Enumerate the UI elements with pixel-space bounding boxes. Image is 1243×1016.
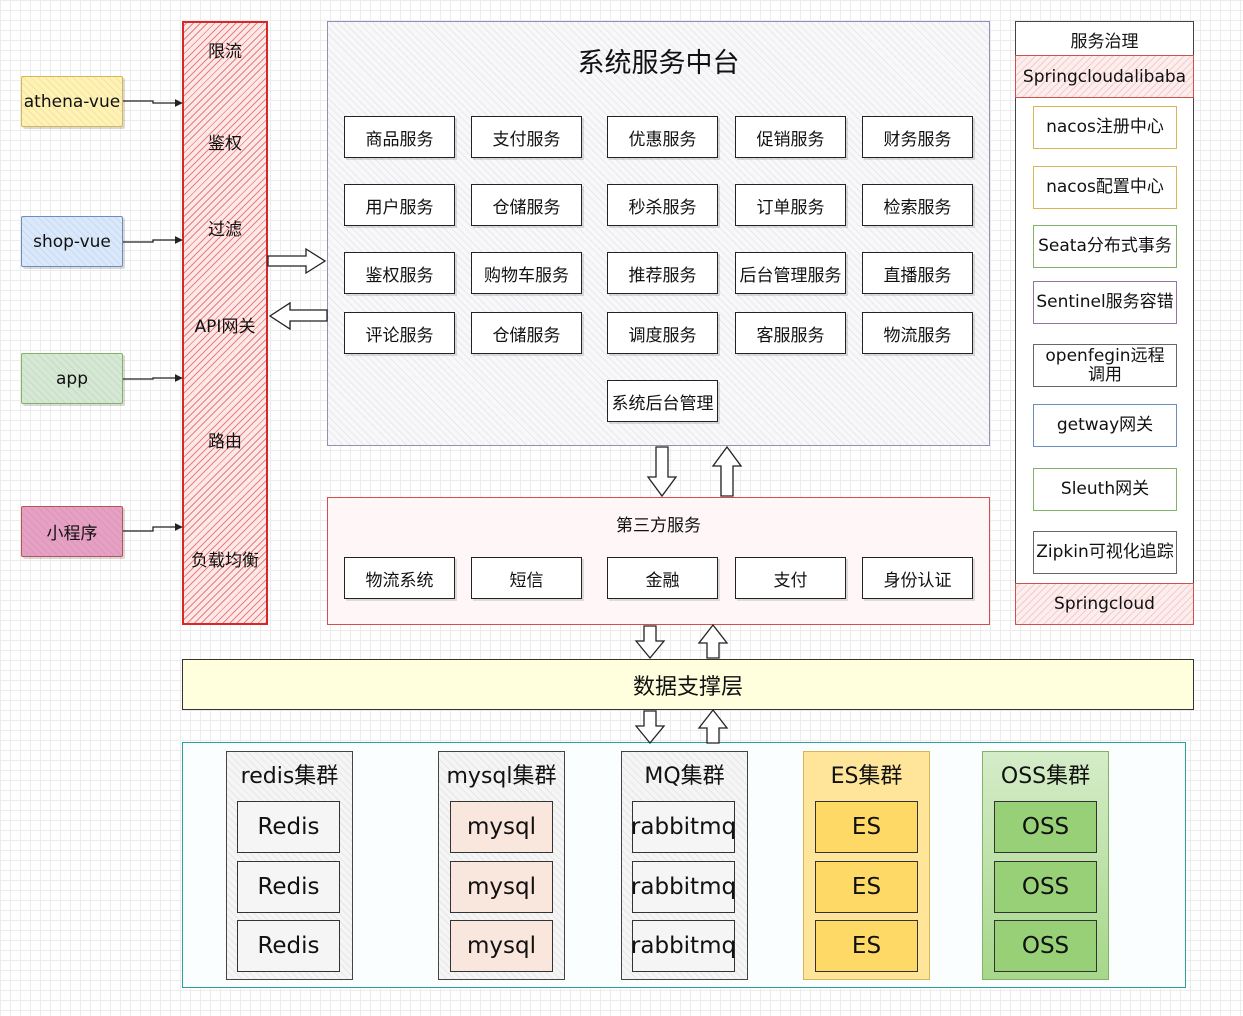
mysql-node[interactable]: mysql: [450, 861, 553, 913]
redis-cluster-title: redis集群: [240, 764, 339, 789]
arrow-athena-to-gateway: [123, 99, 183, 107]
arrow-app-to-gateway: [123, 374, 183, 382]
arrow-data-to-storage: [634, 710, 666, 745]
client-app[interactable]: app: [21, 353, 123, 404]
svc-warehouse[interactable]: 仓储服务: [471, 184, 582, 226]
arrow-data-to-thirdparty: [697, 623, 729, 659]
svc-cart[interactable]: 购物车服务: [471, 252, 582, 294]
svc-auth[interactable]: 鉴权服务: [344, 252, 455, 294]
arrow-shop-to-gateway: [123, 236, 183, 244]
es-node[interactable]: ES: [815, 920, 918, 972]
core-title: 系统服务中台: [577, 47, 740, 79]
gateway-load-balance: 负载均衡: [191, 550, 259, 571]
rabbitmq-node[interactable]: rabbitmq: [631, 920, 736, 972]
oss-node[interactable]: OSS: [994, 801, 1097, 853]
svc-system-admin[interactable]: 系统后台管理: [607, 380, 718, 422]
svc-flash-sale[interactable]: 秒杀服务: [607, 184, 718, 226]
arrow-miniprogram-to-gateway: [123, 523, 183, 532]
rabbitmq-node[interactable]: rabbitmq: [631, 861, 736, 913]
svc-customer-service[interactable]: 客服服务: [735, 312, 846, 354]
mysql-node[interactable]: mysql: [450, 920, 553, 972]
oss-node[interactable]: OSS: [994, 920, 1097, 972]
gateway-auth: 鉴权: [208, 133, 242, 154]
gov-sleuth[interactable]: Sleuth网关: [1033, 468, 1177, 511]
svc-coupon[interactable]: 优惠服务: [607, 116, 718, 158]
svc-warehouse-2[interactable]: 仓储服务: [471, 312, 582, 354]
svc-live[interactable]: 直播服务: [862, 252, 973, 294]
tp-sms[interactable]: 短信: [471, 557, 582, 599]
governance-springcloud: Springcloud: [1015, 583, 1194, 625]
gateway-api: API网关: [194, 316, 256, 337]
data-support-layer: 数据支撑层: [182, 659, 1194, 710]
svc-order[interactable]: 订单服务: [735, 184, 846, 226]
gov-sentinel[interactable]: Sentinel服务容错: [1033, 281, 1177, 324]
gov-seata[interactable]: Seata分布式事务: [1033, 225, 1177, 268]
arrow-core-to-thirdparty: [646, 446, 678, 498]
svc-promotion[interactable]: 促销服务: [735, 116, 846, 158]
svc-comment[interactable]: 评论服务: [344, 312, 455, 354]
es-node[interactable]: ES: [815, 861, 918, 913]
arrow-gateway-to-core: [267, 247, 327, 275]
mysql-cluster-title: mysql集群: [446, 764, 557, 789]
oss-cluster-title: OSS集群: [1000, 764, 1091, 789]
redis-node[interactable]: Redis: [237, 861, 340, 913]
oss-node[interactable]: OSS: [994, 861, 1097, 913]
gov-nacos-config[interactable]: nacos配置中心: [1033, 166, 1177, 209]
svc-finance[interactable]: 财务服务: [862, 116, 973, 158]
gov-gateway[interactable]: getway网关: [1033, 404, 1177, 447]
svc-search[interactable]: 检索服务: [862, 184, 973, 226]
tp-finance[interactable]: 金融: [607, 557, 718, 599]
es-node[interactable]: ES: [815, 801, 918, 853]
api-gateway-panel: 限流 鉴权 过滤 API网关 路由 负载均衡: [182, 21, 268, 625]
svc-logistics[interactable]: 物流服务: [862, 312, 973, 354]
tp-payment[interactable]: 支付: [735, 557, 846, 599]
redis-node[interactable]: Redis: [237, 920, 340, 972]
svc-recommend[interactable]: 推荐服务: [607, 252, 718, 294]
arrow-thirdparty-to-data: [634, 625, 666, 660]
governance-title: 服务治理: [1070, 31, 1139, 52]
arrow-thirdparty-to-core: [711, 445, 743, 497]
governance-springcloudalibaba: Springcloudalibaba: [1015, 55, 1194, 98]
rabbitmq-node[interactable]: rabbitmq: [631, 801, 736, 853]
svc-admin-backend[interactable]: 后台管理服务: [735, 252, 846, 294]
arrow-storage-to-data: [697, 708, 729, 744]
gov-zipkin[interactable]: Zipkin可视化追踪: [1033, 531, 1177, 574]
gateway-filter: 过滤: [208, 219, 242, 240]
gateway-routing: 路由: [208, 431, 242, 452]
mysql-node[interactable]: mysql: [450, 801, 553, 853]
svc-product[interactable]: 商品服务: [344, 116, 455, 158]
tp-identity[interactable]: 身份认证: [862, 557, 973, 599]
mq-cluster-title: MQ集群: [644, 764, 725, 789]
es-cluster-title: ES集群: [830, 764, 903, 789]
redis-node[interactable]: Redis: [237, 801, 340, 853]
gov-nacos-registry[interactable]: nacos注册中心: [1033, 106, 1177, 149]
gov-openfeign[interactable]: openfegin远程调用: [1033, 344, 1177, 387]
svc-payment[interactable]: 支付服务: [471, 116, 582, 158]
client-shop-vue[interactable]: shop-vue: [21, 216, 123, 267]
svc-user[interactable]: 用户服务: [344, 184, 455, 226]
svc-schedule[interactable]: 调度服务: [607, 312, 718, 354]
arrow-core-to-gateway: [268, 301, 328, 331]
third-party-title: 第三方服务: [616, 515, 701, 536]
client-mini-program[interactable]: 小程序: [21, 506, 123, 557]
client-athena-vue[interactable]: athena-vue: [21, 76, 123, 127]
tp-logistics[interactable]: 物流系统: [344, 557, 455, 599]
gateway-rate-limit: 限流: [208, 41, 242, 62]
core-service-panel: 系统服务中台: [327, 21, 990, 446]
